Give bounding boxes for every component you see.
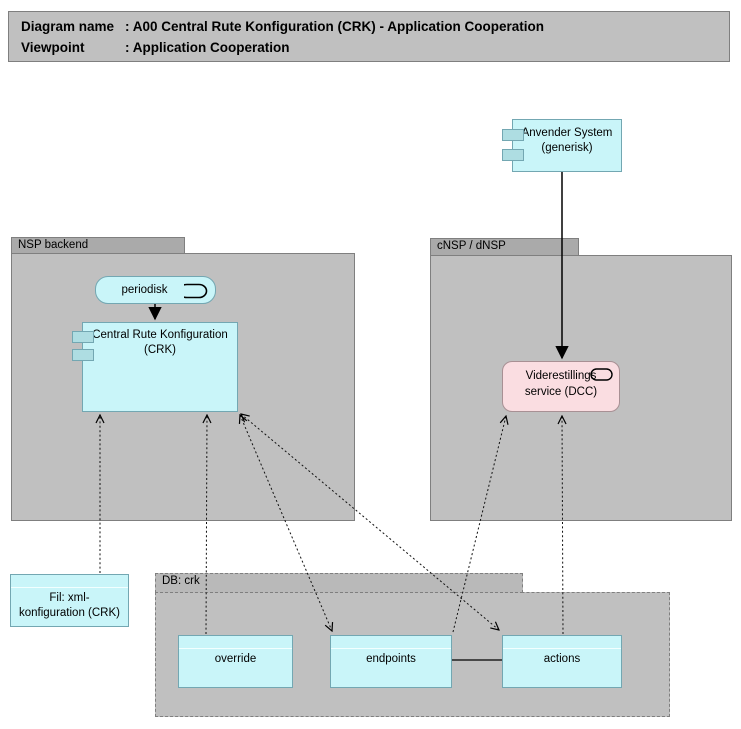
fil-xml-label-line2: konfiguration (CRK) bbox=[19, 607, 120, 619]
component-crk[interactable]: Central Rute Konfiguration (CRK) bbox=[72, 322, 238, 412]
table-endpoints[interactable]: endpoints bbox=[330, 635, 452, 688]
fil-xml-label-line1: Fil: xml- bbox=[49, 592, 90, 604]
component-tab-icon bbox=[72, 331, 94, 343]
component-tab-icon bbox=[502, 149, 524, 161]
artifact-fil-xml-konfiguration[interactable]: Fil: xml- konfiguration (CRK) bbox=[10, 574, 129, 627]
package-nsp-backend-tab[interactable]: NSP backend bbox=[11, 237, 185, 254]
viewpoint-row: Viewpoint : Application Cooperation bbox=[21, 37, 729, 58]
diagram-name-row: Diagram name : A00 Central Rute Konfigura… bbox=[21, 16, 729, 37]
application-event-icon bbox=[177, 283, 208, 309]
fil-xml-label: Fil: xml- konfiguration (CRK) bbox=[11, 591, 128, 621]
actions-label: actions bbox=[543, 653, 581, 665]
table-override[interactable]: override bbox=[178, 635, 293, 688]
crk-label-line2: (CRK) bbox=[144, 344, 176, 356]
viewpoint-value: : Application Cooperation bbox=[125, 40, 290, 55]
diagram-name-value: : A00 Central Rute Konfiguration (CRK) -… bbox=[125, 19, 544, 34]
component-tab-icon bbox=[502, 129, 524, 141]
periodisk-label: periodisk bbox=[121, 284, 168, 296]
anvender-system-label-line2: (generisk) bbox=[541, 142, 593, 154]
table-header-band bbox=[503, 636, 621, 649]
table-header-band bbox=[179, 636, 292, 649]
anvender-system-label-line1: Anvender System bbox=[521, 127, 613, 139]
package-db-crk-label: DB: crk bbox=[162, 575, 200, 587]
diagram-title-bar: Diagram name : A00 Central Rute Konfigura… bbox=[8, 11, 730, 62]
artifact-header-band bbox=[11, 575, 128, 588]
package-cnsp-dnsp-tab[interactable]: cNSP / dNSP bbox=[430, 238, 579, 256]
dcc-label-line2: service (DCC) bbox=[524, 386, 598, 398]
service-dcc[interactable]: Viderestillings service (DCC) bbox=[502, 361, 620, 412]
application-service-icon bbox=[590, 368, 613, 386]
package-nsp-backend-label: NSP backend bbox=[18, 239, 89, 251]
diagram-name-label: Diagram name bbox=[21, 19, 115, 34]
component-tab-icon bbox=[72, 349, 94, 361]
package-db-crk-tab[interactable]: DB: crk bbox=[155, 573, 523, 593]
crk-label-line1: Central Rute Konfiguration bbox=[92, 329, 228, 341]
override-label: override bbox=[214, 653, 257, 665]
endpoints-label: endpoints bbox=[366, 653, 416, 665]
dcc-label-line1: Viderestillings bbox=[525, 370, 597, 382]
component-anvender-system[interactable]: Anvender System (generisk) bbox=[502, 119, 622, 172]
table-actions[interactable]: actions bbox=[502, 635, 622, 688]
package-cnsp-dnsp-label: cNSP / dNSP bbox=[437, 240, 506, 252]
event-periodisk[interactable]: periodisk bbox=[95, 276, 216, 304]
table-header-band bbox=[331, 636, 451, 649]
viewpoint-label: Viewpoint bbox=[21, 40, 85, 55]
